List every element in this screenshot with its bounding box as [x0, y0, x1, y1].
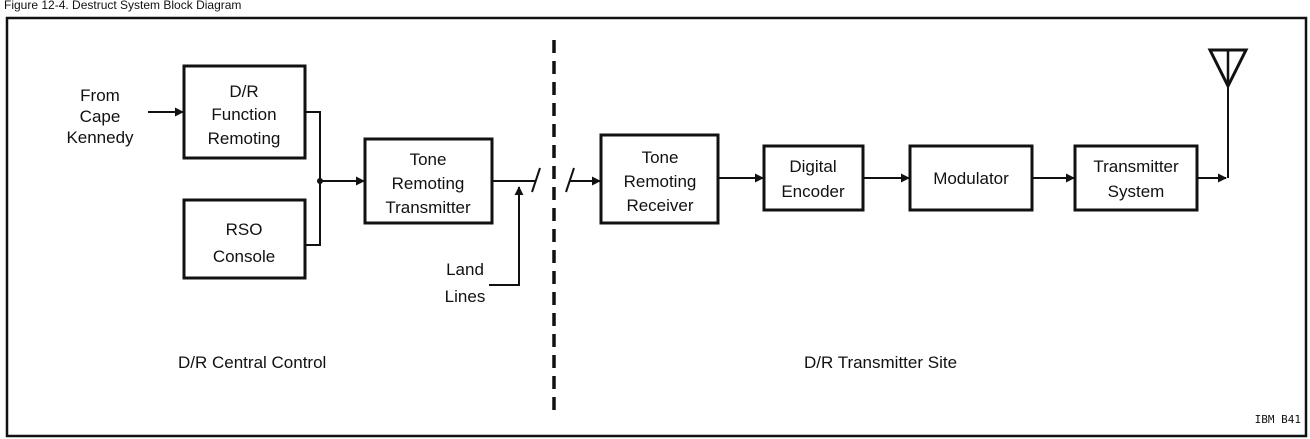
land-lines-label: Land Lines: [445, 260, 486, 306]
connections: [148, 86, 1229, 286]
block-modulator: Modulator: [908, 144, 1034, 212]
modulator-label: Modulator: [933, 169, 1009, 188]
section-central-control: D/R Central Control: [178, 353, 326, 372]
outer-frame: [5, 16, 1308, 438]
source-line-3: Kennedy: [66, 128, 134, 147]
section-transmitter-site: D/R Transmitter Site: [804, 353, 957, 372]
block-tone-remoting-receiver: Tone Remoting Receiver: [599, 133, 720, 225]
source-label: From Cape Kennedy: [66, 86, 134, 147]
trr-line-2: Remoting: [624, 172, 697, 191]
figure-code: IBM B41: [1255, 413, 1301, 426]
trt-line-3: Transmitter: [385, 198, 471, 217]
trt-line-2: Remoting: [392, 174, 465, 193]
block-transmitter-system: Transmitter System: [1073, 144, 1199, 212]
land-lines-line-1: Land: [446, 260, 484, 279]
source-line-2: Cape: [80, 107, 121, 126]
break-mark-left: [531, 167, 541, 193]
txsys-line-2: System: [1108, 182, 1165, 201]
block-rso-console: RSO Console: [182, 198, 307, 280]
trr-line-1: Tone: [642, 148, 679, 167]
antenna-icon: [1207, 48, 1249, 90]
merge-bracket: [305, 111, 321, 246]
block-dr-function-remoting: D/R Function Remoting: [182, 64, 307, 160]
source-line-1: From: [80, 86, 120, 105]
rso-line-2: Console: [213, 247, 275, 266]
encoder-line-1: Digital: [789, 157, 836, 176]
dr-function-line-2: Function: [211, 105, 276, 124]
dr-function-line-3: Remoting: [208, 129, 281, 148]
figure-header: Figure 12-4. Destruct System Block Diagr…: [4, 0, 241, 12]
txsys-line-1: Transmitter: [1093, 157, 1179, 176]
rso-line-1: RSO: [226, 220, 263, 239]
land-lines-line-2: Lines: [445, 287, 486, 306]
dr-function-line-1: D/R: [229, 82, 258, 101]
block-digital-encoder: Digital Encoder: [762, 144, 865, 212]
trr-line-3: Receiver: [626, 196, 693, 215]
arrow-land-lines: [489, 186, 524, 286]
trt-line-1: Tone: [410, 150, 447, 169]
encoder-line-2: Encoder: [781, 182, 845, 201]
block-tone-remoting-transmitter: Tone Remoting Transmitter: [363, 137, 494, 225]
